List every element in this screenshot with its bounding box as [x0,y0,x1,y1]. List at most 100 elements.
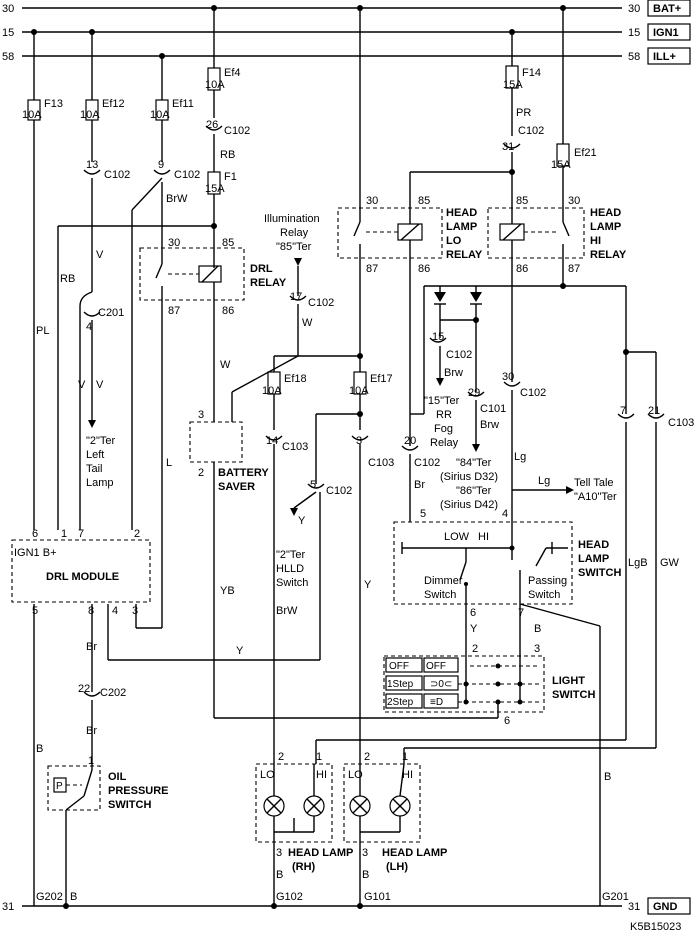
pin-29: 29 [468,387,480,399]
fuse-f1: F1 15A [205,134,237,226]
lamp-lh-pin-1: 1 [402,751,408,763]
conn-c201: C201 [98,307,124,319]
hls-passing1: Passing [528,575,567,587]
hi-relay-title2: LAMP [590,221,621,233]
hi-relay-title3: HI [590,235,601,247]
note-illum-3: "85"Ter [276,241,312,253]
rail-num-58-right: 58 [628,51,640,63]
wire-rb-1: RB [220,149,235,161]
rail-label-ill: ILL+ [653,51,676,63]
fuse-f14-name: F14 [522,67,541,79]
hls-pin-5: 5 [420,508,426,520]
fuse-ef11: Ef11 10A [150,56,194,162]
fuse-ef11-rating: 10A [150,109,170,121]
fuse-ef18-rating: 10A [262,385,282,397]
drl-relay-title: DRL [250,263,273,275]
drl-relay: 30 85 87 86 DRL RELAY [139,237,287,317]
rail-label-bat: BAT+ [653,3,681,15]
hls-passing2: Switch [528,589,560,601]
rail-label-gnd: GND [653,901,678,913]
pin-3-c103: 3 [356,435,362,447]
hls-low: LOW [444,531,470,543]
note-sirius-4: (Sirius D42) [440,499,498,511]
wire-brw-1: BrW [166,193,188,205]
conn-c102-13: C102 [104,169,130,181]
oil-p-symbol: P [56,781,63,792]
drl-pin-8: 8 [88,605,94,617]
conn-c102-26: C102 [224,125,250,137]
rail-num-58-left: 58 [2,51,14,63]
wire-brw-3: Brw [444,367,463,379]
pin-26: 26 [206,119,218,131]
ground-labels: G202 B G102 G101 G201 [36,891,629,903]
hls-dimmer2: Switch [424,589,456,601]
hls-pin-6: 6 [470,607,476,619]
hi-relay-pin-87: 87 [568,263,580,275]
note-telltale-2: "A10"Ter [574,491,617,503]
note-tail-2: Left [86,449,104,461]
note-hlld-3: Switch [276,577,308,589]
note-sirius-2: (Sirius D32) [440,471,498,483]
rail-num-31-right: 31 [628,901,640,913]
fuse-ef12-name: Ef12 [102,98,125,110]
hi-relay-title1: HEAD [590,207,621,219]
ls-off2: OFF [426,661,446,672]
wire-pl: PL [36,325,49,337]
note-fog-4: Relay [430,437,459,449]
lo-relay-pin-85: 85 [418,195,430,207]
conn-c102-20: C102 [414,457,440,469]
wire-v-3: V [96,379,104,391]
lamp-rh-title1: HEAD LAMP [288,847,353,859]
drl-relay-title2: RELAY [250,277,287,289]
pin-13: 13 [86,159,98,171]
oil-title1: OIL [108,771,127,783]
lo-relay-title1: HEAD [446,207,477,219]
battery-saver-pin-3: 3 [198,409,204,421]
fuse-f13: F13 10A [22,32,63,530]
hls-dimmer1: Dimmer [424,575,463,587]
drl-pin-7: 7 [78,528,84,540]
rail-num-15-left: 15 [2,27,14,39]
oil-pin-1: 1 [88,755,94,767]
lamp-lh-pin-3: 3 [362,847,368,859]
drl-pin-5: 5 [32,605,38,617]
battery-saver-title1: BATTERY [218,467,269,479]
ls-pin-6: 6 [504,715,510,727]
head-lamp-lo-relay: 30 85 87 86 HEAD LAMP LO RELAY [337,195,483,275]
lamp-rh-hi: HI [316,769,327,781]
drl-pin-2: 2 [134,528,140,540]
drl-pin-1: 1 [61,528,67,540]
lo-relay-title3: LO [446,235,462,247]
rail-label-ign: IGN1 [653,27,679,39]
pin-4: 4 [86,321,92,333]
drl-pin-6: 6 [32,528,38,540]
hi-relay-pin-86: 86 [516,263,528,275]
note-tail-1: "2"Ter [86,435,116,447]
ground-g202-b: B [70,891,77,903]
drl-relay-pin-85: 85 [222,237,234,249]
fuse-ef12: Ef12 10A [80,32,125,162]
power-rails [22,7,622,907]
lamp-lh-title2: (LH) [386,861,408,873]
fuse-ef21-rating: 15A [551,159,571,171]
rail-num-15-right: 15 [628,27,640,39]
hls-title3: SWITCH [578,567,621,579]
wire-b-3: B [276,869,283,881]
ls-pin-2: 2 [472,643,478,655]
conn-c103-3: C103 [368,457,394,469]
pin-15: 15 [432,331,444,343]
drl-ign-b-label: IGN1 B+ [14,547,57,559]
hls-title1: HEAD [578,539,609,551]
fuse-ef17-rating: 10A [349,385,369,397]
conn-c102-5: C102 [326,485,352,497]
wire-brw-4: Brw [480,419,499,431]
fuse-ef4-rating: 10A [205,79,225,91]
fuse-f13-rating: 10A [22,109,42,121]
wire-yb: YB [220,585,235,597]
drl-relay-pin-86: 86 [222,305,234,317]
ls-step1: 1Step [387,679,414,690]
pin-22: 22 [78,683,90,695]
note-telltale-1: Tell Tale [574,477,614,489]
ls-park-symbol: ⊃0⊂ [430,679,452,690]
note-fog-2: RR [436,409,452,421]
